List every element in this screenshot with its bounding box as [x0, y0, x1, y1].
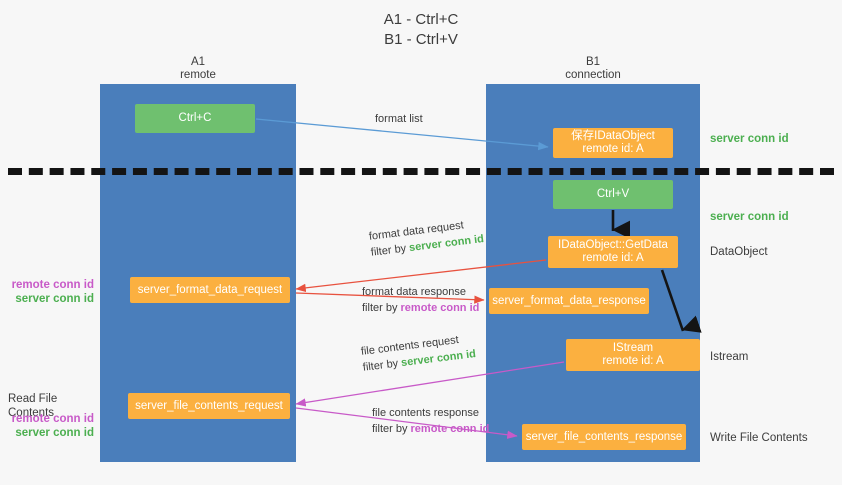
- annotation-dataobject: DataObject: [710, 246, 768, 258]
- annotation-server-conn-id-mid: server conn id: [710, 211, 789, 223]
- filter-key-remote-conn-id: remote conn id: [410, 423, 490, 435]
- node-istream-label: IStream: [612, 342, 654, 354]
- filter-prefix: filter by: [362, 302, 401, 314]
- node-ctrl-v-label: Ctrl+V: [596, 188, 630, 200]
- edge-label-file-contents-response: file contents response filter by remote …: [372, 405, 489, 437]
- title-line-1: A1 - Ctrl+C: [383, 11, 459, 28]
- annotation-remote-conn-id-2: remote conn id: [11, 413, 94, 425]
- node-idataobject-getdata-sub: remote id: A: [582, 252, 644, 264]
- node-save-idataobject-sub: remote id: A: [582, 143, 644, 155]
- annotation-server-conn-id-top: server conn id: [710, 133, 789, 145]
- annotation-conn-ids-lower: remote conn id server conn id: [8, 412, 94, 440]
- node-ctrl-v[interactable]: Ctrl+V: [553, 180, 673, 209]
- edge-label-file-contents-request: file contents request filter by server c…: [360, 330, 477, 376]
- filter-prefix: filter by: [370, 242, 410, 259]
- filter-prefix: filter by: [362, 357, 402, 374]
- node-server-format-data-request-label: server_format_data_request: [137, 283, 283, 296]
- node-idataobject-getdata-label: IDataObject::GetData: [558, 239, 668, 251]
- lane-header-b1-name: B1: [585, 56, 601, 68]
- edge-label-format-data-response-main: format data response: [362, 286, 466, 298]
- annotation-remote-conn-id-1: remote conn id: [11, 279, 94, 291]
- annotation-write-file-contents: Write File Contents: [710, 432, 808, 444]
- node-ctrl-c-label: Ctrl+C: [178, 112, 212, 124]
- node-save-idataobject[interactable]: 保存IDataObject remote id: A: [553, 128, 673, 158]
- node-server-format-data-response-label: server_format_data_response: [492, 294, 646, 307]
- lane-header-a1-role: remote: [180, 69, 216, 81]
- filter-prefix: filter by: [372, 423, 411, 435]
- lane-header-b1-role: connection: [565, 69, 621, 81]
- edge-label-file-contents-response-filter: filter by remote conn id: [372, 421, 489, 437]
- edge-label-format-list: format list: [375, 113, 423, 125]
- annotation-server-conn-id-2: server conn id: [15, 427, 94, 439]
- edge-label-format-data-response-filter: filter by remote conn id: [362, 300, 479, 316]
- node-save-idataobject-label: 保存IDataObject: [571, 130, 655, 142]
- node-server-format-data-request[interactable]: server_format_data_request: [130, 277, 290, 303]
- lane-header-a1-name: A1: [190, 56, 206, 68]
- annotation-read-file-contents: Read File Contents: [8, 393, 58, 419]
- lane-header-b1: B1 connection: [486, 56, 700, 82]
- node-server-format-data-response[interactable]: server_format_data_response: [489, 288, 649, 314]
- node-server-file-contents-response[interactable]: server_file_contents_response: [522, 424, 686, 450]
- node-idataobject-getdata[interactable]: IDataObject::GetData remote id: A: [548, 236, 678, 268]
- diagram-title: A1 - Ctrl+C B1 - Ctrl+V: [0, 10, 842, 50]
- node-server-file-contents-request[interactable]: server_file_contents_request: [128, 393, 290, 419]
- phase-divider: [8, 168, 834, 175]
- filter-key-remote-conn-id: remote conn id: [400, 302, 480, 314]
- node-istream-sub: remote id: A: [602, 355, 664, 367]
- node-server-file-contents-request-label: server_file_contents_request: [135, 399, 283, 412]
- edge-label-file-contents-response-main: file contents response: [372, 407, 480, 419]
- annotation-conn-ids-upper: remote conn id server conn id: [8, 278, 94, 306]
- annotation-istream: Istream: [710, 351, 749, 363]
- node-server-file-contents-response-label: server_file_contents_response: [525, 430, 683, 443]
- node-istream[interactable]: IStream remote id: A: [566, 339, 700, 371]
- lane-header-a1: A1 remote: [100, 56, 296, 82]
- node-ctrl-c[interactable]: Ctrl+C: [135, 104, 255, 133]
- title-line-2: B1 - Ctrl+V: [384, 31, 458, 48]
- edge-label-format-data-request: format data request filter by server con…: [368, 215, 485, 261]
- annotation-server-conn-id-1: server conn id: [15, 293, 94, 305]
- edge-label-format-data-response: format data response filter by remote co…: [362, 284, 479, 316]
